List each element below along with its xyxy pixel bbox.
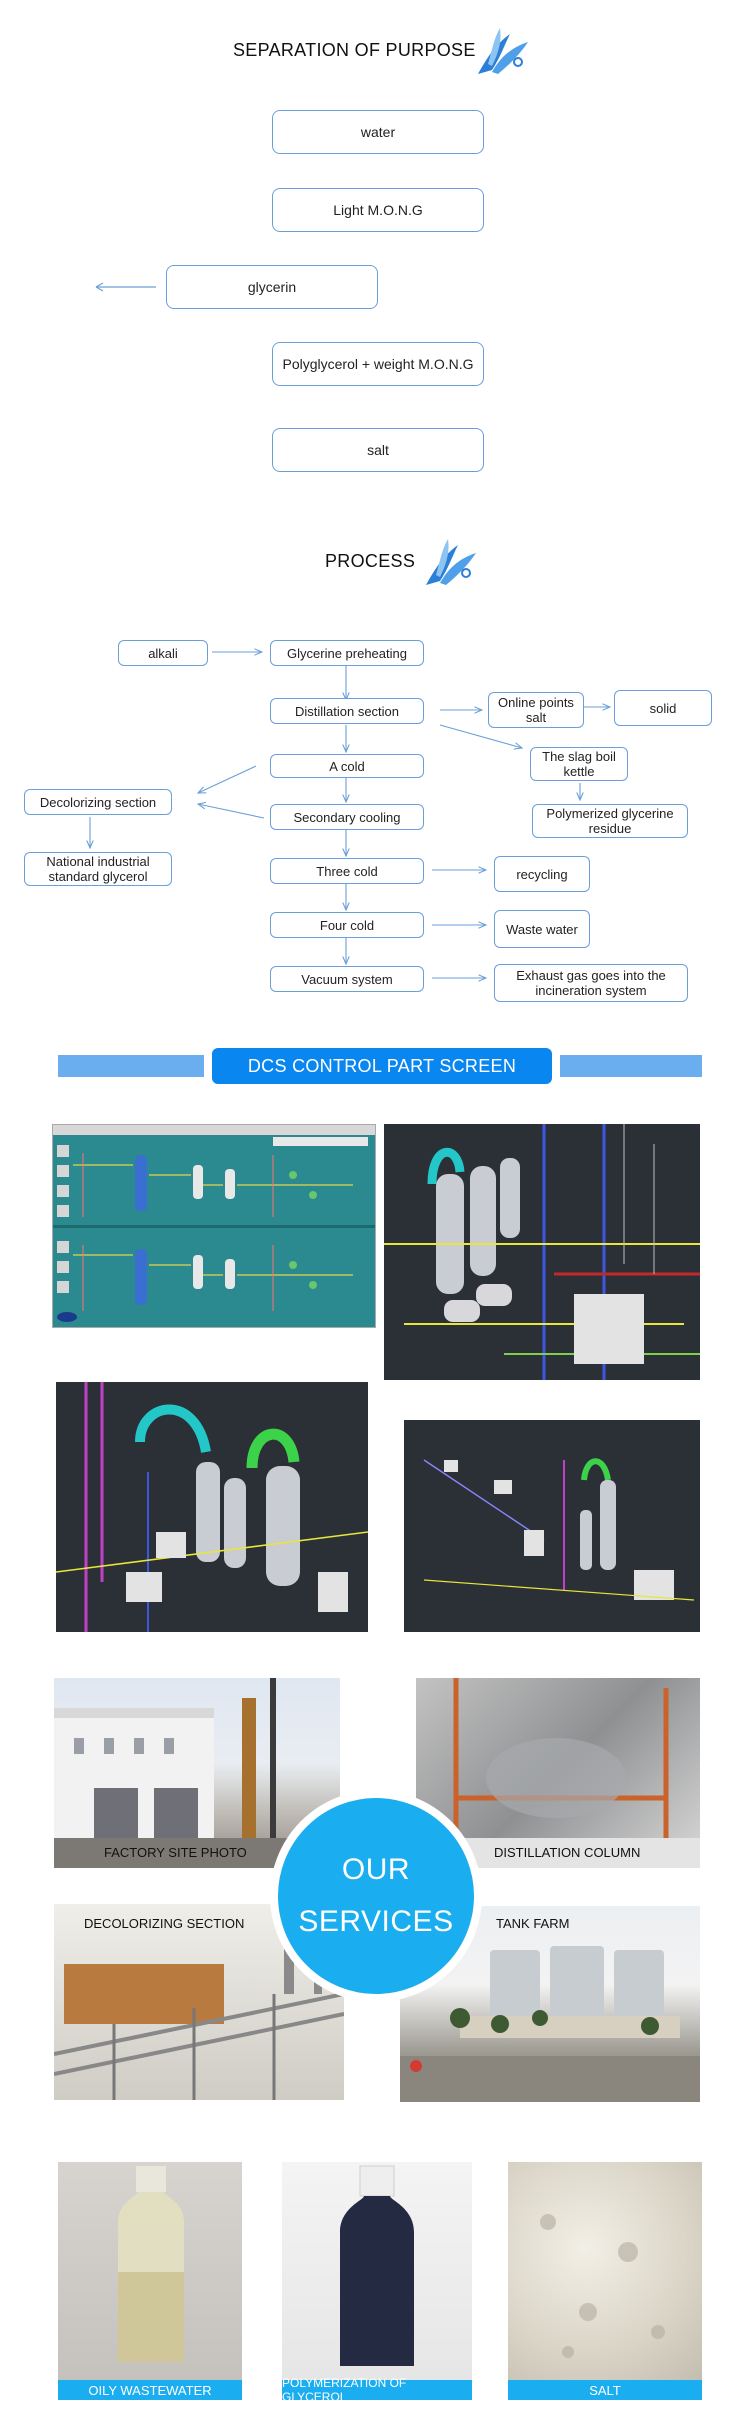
label-oily-wastewater: OILY WASTEWATER (58, 2380, 242, 2400)
caption-factory-site: FACTORY SITE PHOTO (104, 1845, 247, 1860)
process-connectors (0, 0, 750, 1010)
sep-box-water: water (272, 110, 484, 154)
sep-box-salt: salt (272, 428, 484, 472)
oily-wastewater-photo (58, 2162, 242, 2380)
label-polymerization-of-glycerol: POLYMERIZATION OF GLYCEROL (282, 2376, 472, 2404)
proc-box-polymerized: Polymerized glycerine residue (532, 804, 688, 838)
proc-box-exhaust: Exhaust gas goes into the incineration s… (494, 964, 688, 1002)
dcs-3d-plant-image-1 (384, 1124, 700, 1380)
our-services-line1: OUR (341, 1853, 411, 1886)
salt-photo (508, 2162, 702, 2380)
proc-box-national: National industrial standard glycerol (24, 852, 172, 886)
banner-bar-left (58, 1055, 204, 1077)
label-salt: SALT (508, 2380, 702, 2400)
proc-box-vacuum: Vacuum system (270, 966, 424, 992)
proc-box-a-cold: A cold (270, 754, 424, 778)
proc-box-alkali: alkali (118, 640, 208, 666)
proc-box-solid: solid (614, 690, 712, 726)
proc-box-distillation: Distillation section (270, 698, 424, 724)
proc-box-three-cold: Three cold (270, 858, 424, 884)
proc-box-waste-water: Waste water (494, 910, 590, 948)
proc-box-online-salt: Online points salt (488, 692, 584, 728)
process-title: PROCESS (325, 551, 416, 571)
polymerized-glycerol-photo (282, 2162, 472, 2380)
dcs-banner: DCS CONTROL PART SCREEN (212, 1048, 552, 1084)
proc-box-recycling: recycling (494, 856, 590, 892)
proc-box-slag: The slag boil kettle (530, 747, 628, 781)
sep-box-polyglycerol: Polyglycerol + weight M.O.N.G (272, 342, 484, 386)
sep-box-glycerin: glycerin (166, 265, 378, 309)
proc-box-secondary: Secondary cooling (270, 804, 424, 830)
caption-distillation-column: DISTILLATION COLUMN (494, 1845, 641, 1860)
proc-box-decolorizing: Decolorizing section (24, 789, 172, 815)
sep-box-light-mong: Light M.O.N.G (272, 188, 484, 232)
proc-box-four-cold: Four cold (270, 912, 424, 938)
dcs-control-screen-image (52, 1124, 376, 1328)
glycerin-arrow (95, 282, 156, 292)
caption-tank-farm: TANK FARM (496, 1916, 570, 1931)
our-services-line2: SERVICES (298, 1905, 454, 1938)
caption-decolorizing-section: DECOLORIZING SECTION (84, 1916, 245, 1931)
our-services-circle: OUR SERVICES (270, 1790, 482, 2002)
leaf-logo-icon (426, 539, 476, 585)
banner-bar-right (560, 1055, 702, 1077)
proc-box-preheating: Glycerine preheating (270, 640, 424, 666)
dcs-3d-plant-image-3 (404, 1420, 700, 1632)
leaf-logo-icon (478, 28, 528, 74)
separation-title: SEPARATION OF PURPOSE (233, 40, 476, 60)
dcs-3d-plant-image-2 (56, 1382, 368, 1632)
